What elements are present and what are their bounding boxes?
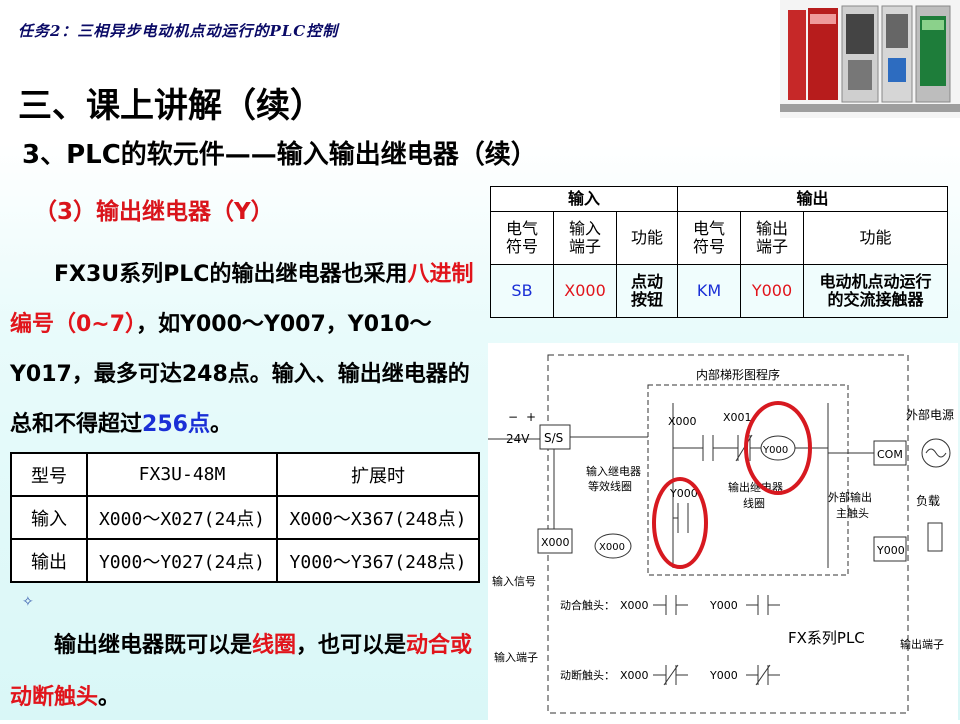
io-col: 输入 端子 <box>553 211 617 265</box>
link-icon: ✧ <box>22 594 34 610</box>
io-col: 功能 <box>616 211 678 265</box>
table-row: 输入 X000～X027(24点) X000～X367(248点) <box>10 495 480 540</box>
cell: Y000～Y027(24点) <box>86 538 278 583</box>
label-nc-x000: X000 <box>620 669 649 682</box>
label-x000-coil: X000 <box>599 542 625 553</box>
note-text-2: ，也可以是 <box>296 633 407 658</box>
io-cell: SB <box>490 264 554 318</box>
model-table: 型号 FX3U-48M 扩展时 输入 X000～X027(24点) X000～X… <box>10 452 480 583</box>
note-text-3: 。 <box>98 685 121 710</box>
table-row: 输出 Y000～Y027(24点) Y000～Y367(248点) <box>10 538 480 583</box>
io-cell: KM <box>677 264 741 318</box>
slide-header: 任务2：三相异步电动机点动运行的PLC控制 <box>18 22 339 40</box>
label-no-x000: X000 <box>620 599 649 612</box>
io-group-input: 输入 <box>490 186 678 212</box>
para-text-3: 。 <box>209 412 232 437</box>
io-col: 电气 符号 <box>490 211 554 265</box>
label-in-coil-1: 输入继电器 <box>586 464 641 478</box>
label-load: 负载 <box>916 494 940 508</box>
cell: Y000～Y367(248点) <box>276 538 480 583</box>
cell: X000～X027(24点) <box>86 495 278 540</box>
io-assignment-table: 输入 输出 电气 符号 输入 端子 功能 电气 符号 输出 端子 功能 SB X… <box>490 186 948 318</box>
para-highlight-octal: 八进制编号（0~7） <box>10 262 474 337</box>
label-ladder-x001: X001 <box>723 411 752 424</box>
th-expand: 扩展时 <box>276 452 480 497</box>
cell: 输入 <box>10 495 88 540</box>
th-model: 型号 <box>10 452 88 497</box>
label-in-coil-2: 等效线圈 <box>588 479 632 493</box>
io-header-row: 电气 符号 输入 端子 功能 电气 符号 输出 端子 功能 <box>490 211 948 265</box>
label-plus: + <box>526 410 536 424</box>
para-highlight-256: 256点 <box>142 412 210 437</box>
para-text-2: ，如Y000～Y007，Y010～Y017，最多可达248点。输入、输出继电器的… <box>10 312 470 437</box>
label-com: COM <box>877 448 903 461</box>
io-col: 功能 <box>803 211 948 265</box>
label-ext-power: 外部电源 <box>906 407 954 422</box>
io-cell: Y000 <box>740 264 804 318</box>
label-out-terminal: 输出端子 <box>900 637 944 651</box>
label-in-signal: 输入信号 <box>492 574 536 588</box>
label-out-coil-2: 线圈 <box>743 496 765 510</box>
label-nc-contact: 动断触头： <box>560 668 615 682</box>
plc-wiring-diagram: 内部梯形图程序 − + 24V S/S X000 X000 输入继电器 等效线圈… <box>488 343 958 720</box>
table-header-row: 型号 FX3U-48M 扩展时 <box>10 452 480 497</box>
label-y000-terminal: Y000 <box>876 544 905 557</box>
label-ladder-x000: X000 <box>668 415 697 428</box>
note-highlight-contact: 动合或动断触头 <box>10 633 473 710</box>
para-text-1: FX3U系列PLC的输出继电器也采用 <box>54 262 408 287</box>
label-minus: − <box>508 410 518 424</box>
label-ext-contact-1: 外部输出 <box>828 490 872 504</box>
cell: X000～X367(248点) <box>276 495 480 540</box>
section-title: 三、课上讲解（续） <box>18 86 324 126</box>
diagram-title: 内部梯形图程序 <box>696 367 780 382</box>
io-col: 输出 端子 <box>740 211 804 265</box>
label-nc-y000: Y000 <box>709 669 738 682</box>
label-in-terminal: 输入端子 <box>494 650 538 664</box>
cell: 输出 <box>10 538 88 583</box>
sub-item-heading: （3）输出继电器（Y） <box>34 199 274 225</box>
io-data-row: SB X000 点动 按钮 KM Y000 电动机点动运行 的交流接触器 <box>490 264 948 318</box>
label-x000-terminal: X000 <box>541 536 570 549</box>
io-group-output: 输出 <box>677 186 948 212</box>
subtitle: 3、PLC的软元件——输入输出继电器（续） <box>22 140 537 170</box>
io-group-row: 输入 输出 <box>490 186 948 212</box>
label-no-y000: Y000 <box>709 599 738 612</box>
io-cell: 电动机点动运行 的交流接触器 <box>803 264 948 318</box>
label-ext-contact-2: 主触头 <box>836 506 869 520</box>
note-highlight-coil: 线圈 <box>252 633 297 658</box>
label-fx: FX系列PLC <box>788 629 865 647</box>
note-paragraph: 输出继电器既可以是线圈，也可以是动合或动断触头。 <box>10 620 480 724</box>
io-cell: X000 <box>553 264 617 318</box>
io-col: 电气 符号 <box>677 211 741 265</box>
highlight-circle-contact <box>652 477 708 569</box>
label-ladder-y000: Y000 <box>762 445 788 456</box>
highlight-circle-coil <box>744 401 812 495</box>
note-text-1: 输出继电器既可以是 <box>54 633 253 658</box>
io-cell: 点动 按钮 <box>616 264 678 318</box>
label-ladder-y000-contact: Y000 <box>669 487 698 500</box>
plc-hardware-image <box>780 0 960 118</box>
label-ss: S/S <box>544 431 563 445</box>
th-fx3u: FX3U-48M <box>86 452 278 497</box>
label-no-contact: 动合触头： <box>560 598 615 612</box>
output-relay-paragraph: FX3U系列PLC的输出继电器也采用八进制编号（0~7），如Y000～Y007，… <box>10 250 482 450</box>
